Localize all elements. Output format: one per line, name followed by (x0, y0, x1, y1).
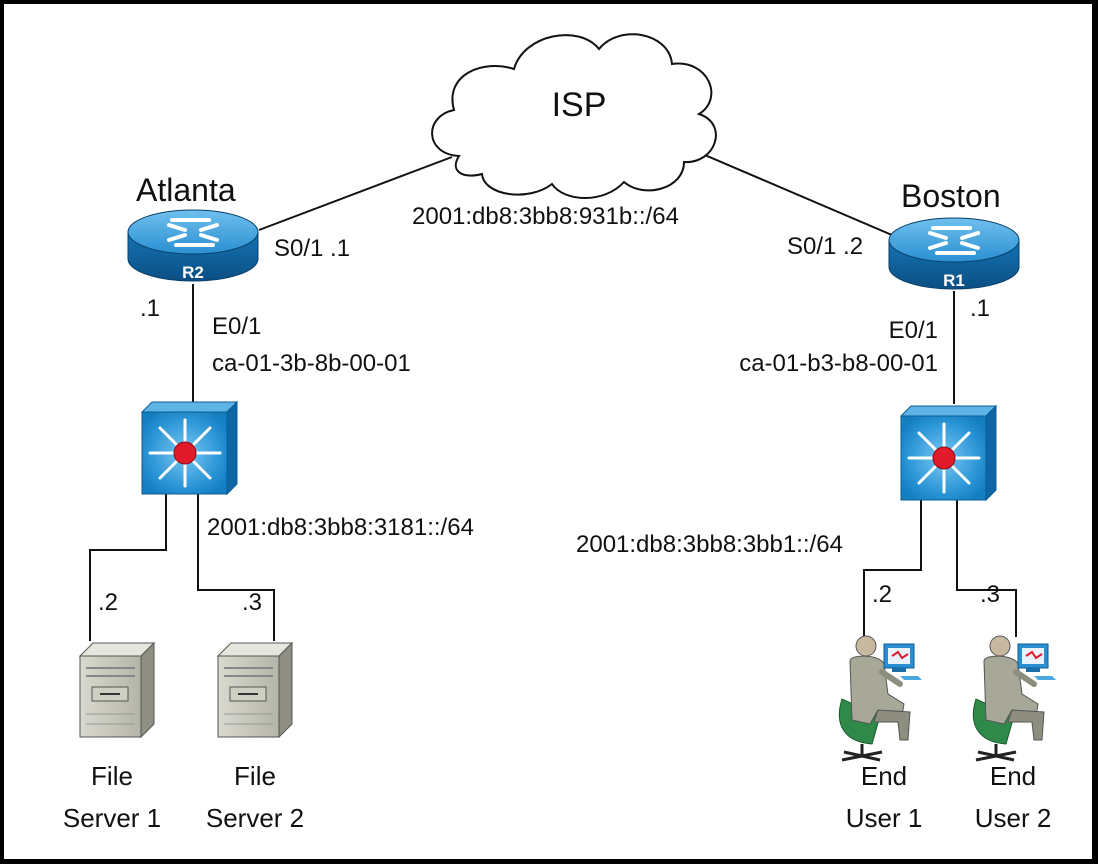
network-topology: ISP 2001:db8:3bb8:931b::/64 R2 Atlanta S… (63, 33, 1056, 833)
atlanta-gateway-label: .1 (140, 295, 160, 322)
boston-eth-mac: ca-01-b3-b8-00-01 (739, 350, 938, 377)
router-r2: R2 (127, 209, 259, 282)
boston-site-label: Boston (901, 178, 1001, 214)
fileserver2-label-line2: Server 2 (206, 803, 304, 833)
diagram-canvas: ISP 2001:db8:3bb8:931b::/64 R2 Atlanta S… (4, 4, 1092, 859)
file-server-2 (216, 641, 294, 739)
atlanta-site-label: Atlanta (136, 172, 236, 208)
enduser2-label-line2: User 2 (975, 803, 1052, 833)
boston-serial-label: S0/1 .2 (787, 233, 863, 260)
switch-boston (899, 404, 998, 502)
boston-lan-subnet: 2001:db8:3bb8:3bb1::/64 (576, 531, 843, 558)
user-workstation-icon (972, 635, 1056, 762)
fileserver1-label-line2: Server 1 (63, 803, 161, 833)
router-arrows-icon (928, 226, 980, 255)
switch-core-icon (932, 446, 956, 470)
cloud-icon (431, 33, 717, 199)
enduser1-label-line1: End (861, 761, 907, 791)
switch-core-icon (173, 441, 197, 465)
switch-atlanta (140, 400, 239, 496)
link-isp-boston (671, 140, 907, 242)
enduser2-label-line1: End (990, 761, 1036, 791)
links (89, 140, 1017, 641)
fileserver2-addr: .3 (242, 589, 262, 616)
link-switch-fileserver1 (89, 494, 167, 641)
router-r1-name: R1 (943, 271, 965, 290)
fileserver1-addr: .2 (98, 589, 118, 616)
link-switch-enduser1 (863, 500, 922, 637)
file-server-1 (78, 641, 156, 739)
router-r1: R1 (888, 217, 1020, 290)
boston-eth-iface: E0/1 (889, 317, 938, 344)
router-arrows-icon (167, 218, 219, 247)
server-icon (224, 667, 273, 725)
link-switch-fileserver2 (197, 494, 275, 641)
user-workstation-icon (838, 635, 922, 762)
atlanta-serial-label: S0/1 .1 (274, 235, 350, 262)
link-switch-enduser2 (956, 500, 1017, 637)
wan-subnet-label: 2001:db8:3bb8:931b::/64 (412, 203, 679, 230)
atlanta-lan-subnet: 2001:db8:3bb8:3181::/64 (207, 514, 474, 541)
enduser2-addr: .3 (980, 581, 1000, 608)
end-user-2 (972, 635, 1056, 762)
fileserver2-label-line1: File (234, 761, 276, 791)
isp-cloud: ISP (431, 33, 717, 199)
server-icon (86, 667, 135, 725)
link-atlanta-isp (258, 156, 453, 231)
atlanta-eth-mac: ca-01-3b-8b-00-01 (212, 350, 411, 377)
end-user-1 (838, 635, 922, 762)
boston-gateway-label: .1 (970, 295, 990, 322)
fileserver1-label-line1: File (91, 761, 133, 791)
atlanta-eth-iface: E0/1 (212, 313, 261, 340)
enduser1-label-line2: User 1 (846, 803, 923, 833)
isp-label: ISP (552, 86, 607, 124)
router-r2-name: R2 (182, 263, 204, 282)
enduser1-addr: .2 (872, 581, 892, 608)
